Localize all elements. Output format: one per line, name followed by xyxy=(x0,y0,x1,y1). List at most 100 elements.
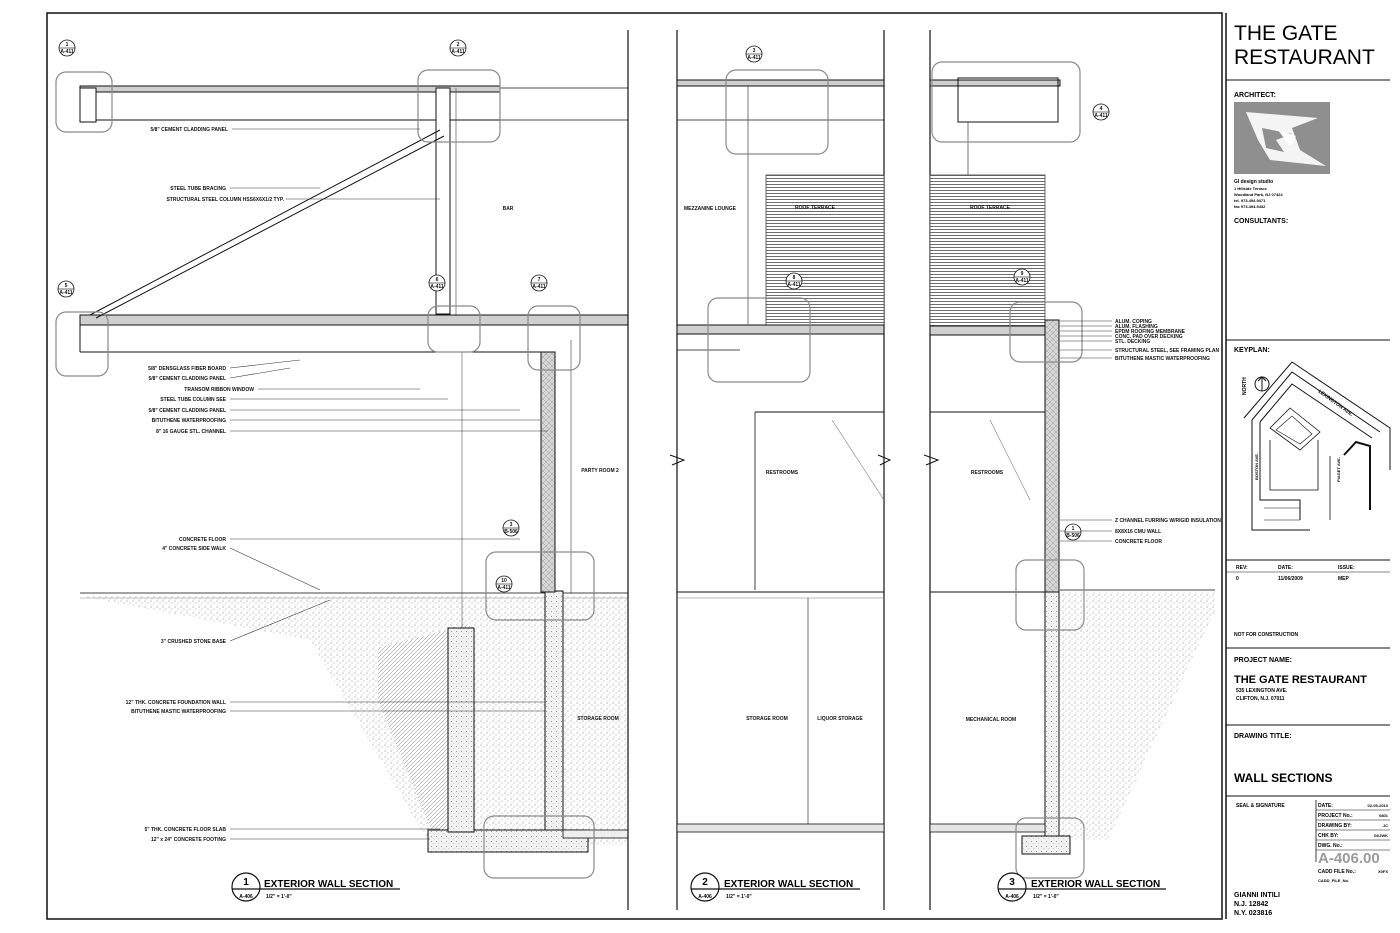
callout-3: 3A-411 xyxy=(745,45,763,63)
section-title-1: 1 A-406 EXTERIOR WALL SECTION 1/2" = 1'-… xyxy=(231,872,400,902)
not-for-construction: NOT FOR CONSTRUCTION xyxy=(1234,632,1299,638)
section-3-number: 3 xyxy=(1009,877,1015,888)
note-bituthene-mastic: BITUTHENE MASTIC WATERPROOFING xyxy=(131,709,226,715)
note-steel-tube-column: STEEL TUBE COLUMN SEE xyxy=(160,397,226,403)
note-cladding-panel-2: 5/8" CEMENT CLADDING PANEL xyxy=(148,376,226,382)
room-party-room: PARTY ROOM 2 xyxy=(581,468,619,474)
info-date-label: DATE: xyxy=(1318,803,1333,809)
section-1-steel-bracing xyxy=(89,129,441,316)
firm-fax: fax 973.494.9432 xyxy=(1234,204,1266,209)
svg-text:B-506: B-506 xyxy=(504,529,518,535)
svg-text:1: 1 xyxy=(1072,526,1075,532)
cadd-label: CADD FILE No.: xyxy=(1318,869,1356,875)
section-3-notes: ALUM. COPING ALUM. FLASHING EPDM ROOFING… xyxy=(1115,319,1221,545)
firm-address-1: 1 Hillside Terrace xyxy=(1234,186,1268,191)
section-3-leaders xyxy=(1060,320,1112,542)
section-3-marker-circle xyxy=(997,872,1027,902)
firm-tel: tel. 973.494.9471 xyxy=(1234,198,1266,203)
note-bituthene: BITUTHENE WATERPROOFING xyxy=(152,418,226,424)
callout-6: 6A-411 xyxy=(428,274,446,292)
section-1-ref: A-406 xyxy=(239,894,253,900)
cadd-sub: CADD_FILE_No. xyxy=(1318,878,1349,883)
svg-text:A-411: A-411 xyxy=(60,49,74,55)
callout-10: 10A-411 xyxy=(495,575,513,593)
svg-text:A-411: A-411 xyxy=(497,585,511,591)
room-liquor-storage: LIQUOR STORAGE xyxy=(817,716,863,722)
room-storage-2: STORAGE ROOM xyxy=(746,716,788,722)
section-1-notes: 5/8" CEMENT CLADDING PANEL STEEL TUBE BR… xyxy=(126,127,285,843)
section-1-wall xyxy=(540,351,556,593)
chk-by-label: CHK BY: xyxy=(1318,833,1339,839)
keyplan-street-3: PIAGET AVE. xyxy=(1336,457,1341,482)
room-restrooms-3: RESTROOMS xyxy=(971,470,1004,476)
title-line-1: THE GATE xyxy=(1234,22,1337,45)
svg-text:3: 3 xyxy=(510,522,513,528)
rev-header: REV: xyxy=(1236,565,1248,571)
note-floor-slab: 5" THK. CONCRETE FLOOR SLAB xyxy=(144,827,226,833)
note-concrete-floor-3: CONCRETE FLOOR xyxy=(1115,539,1162,545)
callout-4: 4A-411 xyxy=(1092,103,1110,121)
note-cladding-panel: 5/8" CEMENT CLADDING PANEL xyxy=(150,127,228,133)
section-2-ref: A-406 xyxy=(698,894,712,900)
callout-7: 7A-411 xyxy=(530,274,548,292)
drawing-border xyxy=(46,12,1223,920)
project-name-label: PROJECT NAME: xyxy=(1234,657,1292,664)
section-title-3: 3 A-406 EXTERIOR WALL SECTION 1/2" = 1'-… xyxy=(997,872,1166,902)
svg-text:3: 3 xyxy=(753,48,756,54)
svg-text:7: 7 xyxy=(538,277,541,283)
section-1-scale: 1/2" = 1'-0" xyxy=(266,894,292,900)
issue-header: ISSUE: xyxy=(1338,565,1355,571)
dwg-no-value: A-406.00 xyxy=(1318,850,1380,867)
section-3-title: EXTERIOR WALL SECTION xyxy=(1031,879,1160,890)
svg-text:5: 5 xyxy=(65,283,68,289)
section-1-floor-slab xyxy=(79,314,629,326)
section-2-drawing xyxy=(669,30,892,910)
room-labels: BAR PARTY ROOM 2 STORAGE ROOM MEZZANINE … xyxy=(503,205,1017,723)
keyplan-map xyxy=(1243,361,1391,531)
svg-text:A-411: A-411 xyxy=(747,55,761,61)
section-3-scale: 1/2" = 1'-0" xyxy=(1033,894,1059,900)
section-2-number: 2 xyxy=(702,877,708,888)
room-roof-terrace-3: ROOF TERRACE xyxy=(970,205,1011,211)
firm-address-2: Woodland Park, NJ 07424 xyxy=(1234,192,1283,197)
section-2-scale: 1/2" = 1'-0" xyxy=(726,894,752,900)
signer-name: GIANNI INTILI xyxy=(1234,892,1280,899)
info-date-value: 02-05-2010 xyxy=(1368,803,1389,808)
detail-callouts: 1A-411 2A-411 3A-411 4A-411 5A-411 6A-41… xyxy=(57,39,1110,593)
callout-9: 9A-411 xyxy=(1013,268,1031,286)
note-cmu-wall: 8X8X16 CMU WALL xyxy=(1115,529,1161,535)
section-1-number: 1 xyxy=(243,877,249,888)
rev-value: 0 xyxy=(1236,576,1239,582)
section-2-roof-terrace-screen xyxy=(765,174,885,331)
svg-text:10: 10 xyxy=(501,578,507,584)
note-concrete-floor: CONCRETE FLOOR xyxy=(179,537,226,543)
drawn-by-value: JC xyxy=(1383,823,1388,828)
callout-11: 1B-506 xyxy=(1064,523,1082,541)
section-1-title: EXTERIOR WALL SECTION xyxy=(264,879,393,890)
section-1-soil xyxy=(80,596,628,845)
note-alum-coping: ALUM. COPING xyxy=(1115,319,1152,325)
project-address-1: 535 LEXINGTON AVE. xyxy=(1236,688,1288,694)
project-no-label: PROJECT No.: xyxy=(1318,813,1353,819)
section-2-marker-circle xyxy=(690,872,720,902)
svg-text:8: 8 xyxy=(793,275,796,281)
note-bituthene-mastic-3: BITUTHENE MASTIC WATERPROOFING xyxy=(1115,356,1210,362)
firm-name: GI design studio xyxy=(1234,179,1273,185)
architect-logo xyxy=(1234,102,1330,174)
note-conc-pad: CONC. PAD OVER DECKING xyxy=(1115,334,1183,340)
note-sidewalk: 4" CONCRETE SIDE WALK xyxy=(162,546,226,552)
svg-text:1: 1 xyxy=(66,42,69,48)
section-1-drawing xyxy=(55,30,629,910)
note-cladding-panel-3: 5/8" CEMENT CLADDING PANEL xyxy=(148,408,226,414)
svg-text:A-411: A-411 xyxy=(532,284,546,290)
project-no-value: 0801 xyxy=(1379,813,1389,818)
svg-text:2: 2 xyxy=(457,42,460,48)
nj-license: N.J. 12842 xyxy=(1234,901,1268,908)
svg-text:6: 6 xyxy=(436,277,439,283)
section-title-2: 2 A-406 EXTERIOR WALL SECTION 1/2" = 1'-… xyxy=(690,872,860,902)
date-header: DATE: xyxy=(1278,565,1293,571)
room-storage-1: STORAGE ROOM xyxy=(577,716,619,722)
note-alum-flashing: ALUM. FLASHING xyxy=(1115,324,1158,330)
section-1-leaders xyxy=(229,128,548,840)
title-block: THE GATE RESTAURANT ARCHITECT: GI design… xyxy=(1226,22,1391,917)
